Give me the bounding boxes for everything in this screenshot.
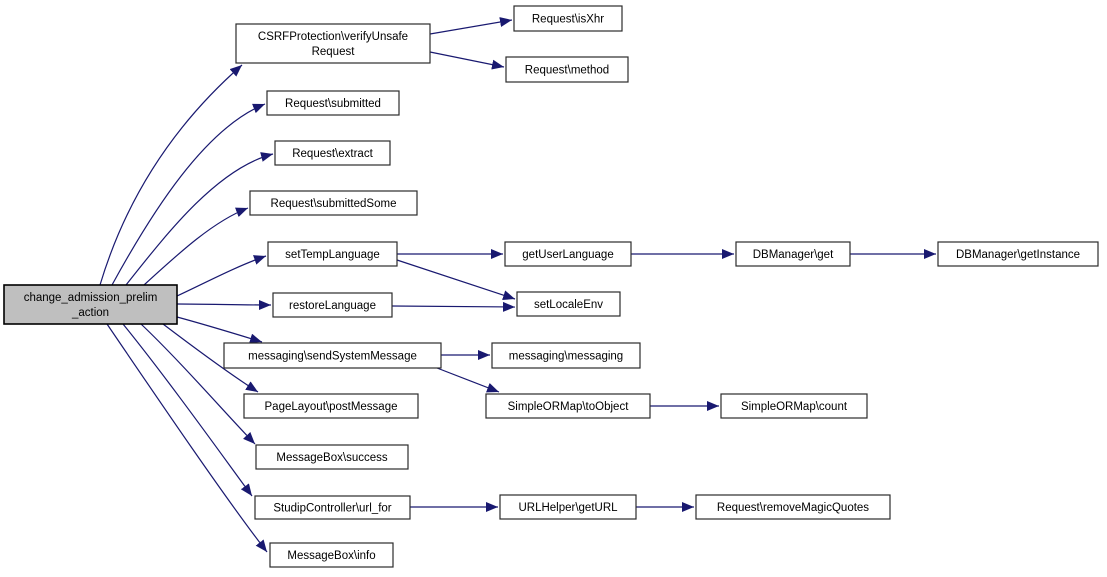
node-request-submitted[interactable]: Request\submitted <box>266 90 400 116</box>
edge-change-admission-prelim-action--restore-language <box>176 299 272 310</box>
node-request-remove-magic-quotes[interactable]: Request\removeMagicQuotes <box>695 494 891 520</box>
node-box-set-locale-env[interactable] <box>516 291 621 317</box>
edge-change-admission-prelim-action--request-extract <box>125 152 274 286</box>
node-label-request-extract: Request\extract <box>292 148 373 160</box>
node-label-request-remove-magic-quotes: Request\removeMagicQuotes <box>717 502 869 514</box>
edge-change-admission-prelim-action--pagelayout-post-message <box>162 323 259 393</box>
node-box-studipcontroller-url-for[interactable] <box>254 495 411 520</box>
node-box-simpleormap-to-object[interactable] <box>485 393 651 419</box>
node-simpleormap-count[interactable]: SimpleORMap\count <box>720 393 868 419</box>
node-box-messaging-send-system-message[interactable] <box>223 342 442 369</box>
node-label-simpleormap-count: SimpleORMap\count <box>741 401 848 413</box>
node-set-temp-language[interactable]: setTempLanguage <box>267 241 398 267</box>
node-simpleormap-to-object[interactable]: SimpleORMap\toObject <box>485 393 651 419</box>
node-messaging-send-system-message[interactable]: messaging\sendSystemMessage <box>223 342 442 369</box>
node-box-dbmanager-get-instance[interactable] <box>937 241 1099 267</box>
node-set-locale-env[interactable]: setLocaleEnv <box>516 291 621 317</box>
node-label-request-is-xhr: Request\isXhr <box>532 14 604 26</box>
edge-set-temp-language--set-locale-env <box>396 259 516 300</box>
node-box-request-remove-magic-quotes[interactable] <box>695 494 891 520</box>
edge-change-admission-prelim-action--set-temp-language <box>176 255 267 297</box>
node-dbmanager-get[interactable]: DBManager\get <box>735 241 851 267</box>
node-box-request-is-xhr[interactable] <box>513 5 623 32</box>
node-studipcontroller-url-for[interactable]: StudipController\url_for <box>254 495 411 520</box>
node-label-csrf-verify-unsafe-request-line1: CSRFProtection\verifyUnsafe <box>258 31 408 43</box>
node-box-messagebox-info[interactable] <box>269 542 394 568</box>
node-box-get-user-language[interactable] <box>504 241 632 267</box>
node-box-request-method[interactable] <box>505 56 629 83</box>
edge-csrf-verify-unsafe-request--request-method <box>429 51 505 70</box>
node-label-restore-language: restoreLanguage <box>289 300 376 312</box>
node-label-set-locale-env: setLocaleEnv <box>534 299 603 311</box>
node-restore-language[interactable]: restoreLanguage <box>272 292 393 318</box>
node-box-restore-language[interactable] <box>272 292 393 318</box>
node-label-messagebox-info: MessageBox\info <box>287 550 375 562</box>
edge-change-admission-prelim-action--messagebox-info <box>106 323 268 553</box>
node-label-get-user-language: getUserLanguage <box>522 249 613 261</box>
edge-change-admission-prelim-action--studipcontroller-url-for <box>122 323 253 497</box>
node-messaging-messaging[interactable]: messaging\messaging <box>491 342 641 369</box>
node-box-urlhelper-get-url[interactable] <box>499 494 637 520</box>
edge-csrf-verify-unsafe-request--request-is-xhr <box>429 17 513 35</box>
node-get-user-language[interactable]: getUserLanguage <box>504 241 632 267</box>
node-box-messagebox-success[interactable] <box>255 444 409 470</box>
node-dbmanager-get-instance[interactable]: DBManager\getInstance <box>937 241 1099 267</box>
node-label-change-admission-prelim-action-line1: change_admission_prelim <box>24 292 158 304</box>
node-label-request-method: Request\method <box>525 65 609 77</box>
node-messagebox-success[interactable]: MessageBox\success <box>255 444 409 470</box>
node-label-request-submitted-some: Request\submittedSome <box>271 198 397 210</box>
edge-messaging-send-system-message--simpleormap-to-object <box>436 367 500 393</box>
node-box-pagelayout-post-message[interactable] <box>243 393 419 419</box>
node-label-csrf-verify-unsafe-request-line2: Request <box>312 46 356 58</box>
node-pagelayout-post-message[interactable]: PageLayout\postMessage <box>243 393 419 419</box>
node-box-request-submitted-some[interactable] <box>249 190 418 216</box>
node-box-request-extract[interactable] <box>274 140 391 166</box>
node-label-simpleormap-to-object: SimpleORMap\toObject <box>508 401 630 413</box>
edge-change-admission-prelim-action--request-submitted <box>111 103 266 286</box>
node-box-set-temp-language[interactable] <box>267 241 398 267</box>
node-change-admission-prelim-action: change_admission_prelim _action <box>3 284 178 325</box>
node-label-messaging-messaging: messaging\messaging <box>509 351 623 363</box>
node-label-request-submitted: Request\submitted <box>285 98 381 110</box>
edge-change-admission-prelim-action--messaging-send-system-message <box>176 316 263 344</box>
node-label-messaging-send-system-message: messaging\sendSystemMessage <box>248 351 417 363</box>
node-label-change-admission-prelim-action-line2: _action <box>71 307 109 319</box>
edge-restore-language--set-locale-env <box>391 301 516 312</box>
edge-change-admission-prelim-action--messagebox-success <box>140 323 256 445</box>
node-label-studipcontroller-url-for: StudipController\url_for <box>273 503 391 515</box>
node-request-method[interactable]: Request\method <box>505 56 629 83</box>
node-box-messaging-messaging[interactable] <box>491 342 641 369</box>
node-label-urlhelper-get-url: URLHelper\getURL <box>518 502 618 514</box>
node-request-submitted-some[interactable]: Request\submittedSome <box>249 190 418 216</box>
node-request-is-xhr[interactable]: Request\isXhr <box>513 5 623 32</box>
node-box-change-admission-prelim-action <box>3 284 178 325</box>
node-box-csrf-verify-unsafe-request[interactable] <box>235 23 431 64</box>
node-label-messagebox-success: MessageBox\success <box>276 452 387 464</box>
edge-change-admission-prelim-action--request-submitted-some <box>143 207 249 286</box>
node-messagebox-info[interactable]: MessageBox\info <box>269 542 394 568</box>
node-box-simpleormap-count[interactable] <box>720 393 868 419</box>
node-request-extract[interactable]: Request\extract <box>274 140 391 166</box>
node-box-request-submitted[interactable] <box>266 90 400 116</box>
node-urlhelper-get-url[interactable]: URLHelper\getURL <box>499 494 637 520</box>
node-label-dbmanager-get: DBManager\get <box>753 249 834 261</box>
node-label-set-temp-language: setTempLanguage <box>285 249 380 261</box>
edge-change-admission-prelim-action--csrf-verify-unsafe-request <box>99 64 243 286</box>
node-box-dbmanager-get[interactable] <box>735 241 851 267</box>
node-label-dbmanager-get-instance: DBManager\getInstance <box>956 249 1080 261</box>
node-label-pagelayout-post-message: PageLayout\postMessage <box>265 401 398 413</box>
